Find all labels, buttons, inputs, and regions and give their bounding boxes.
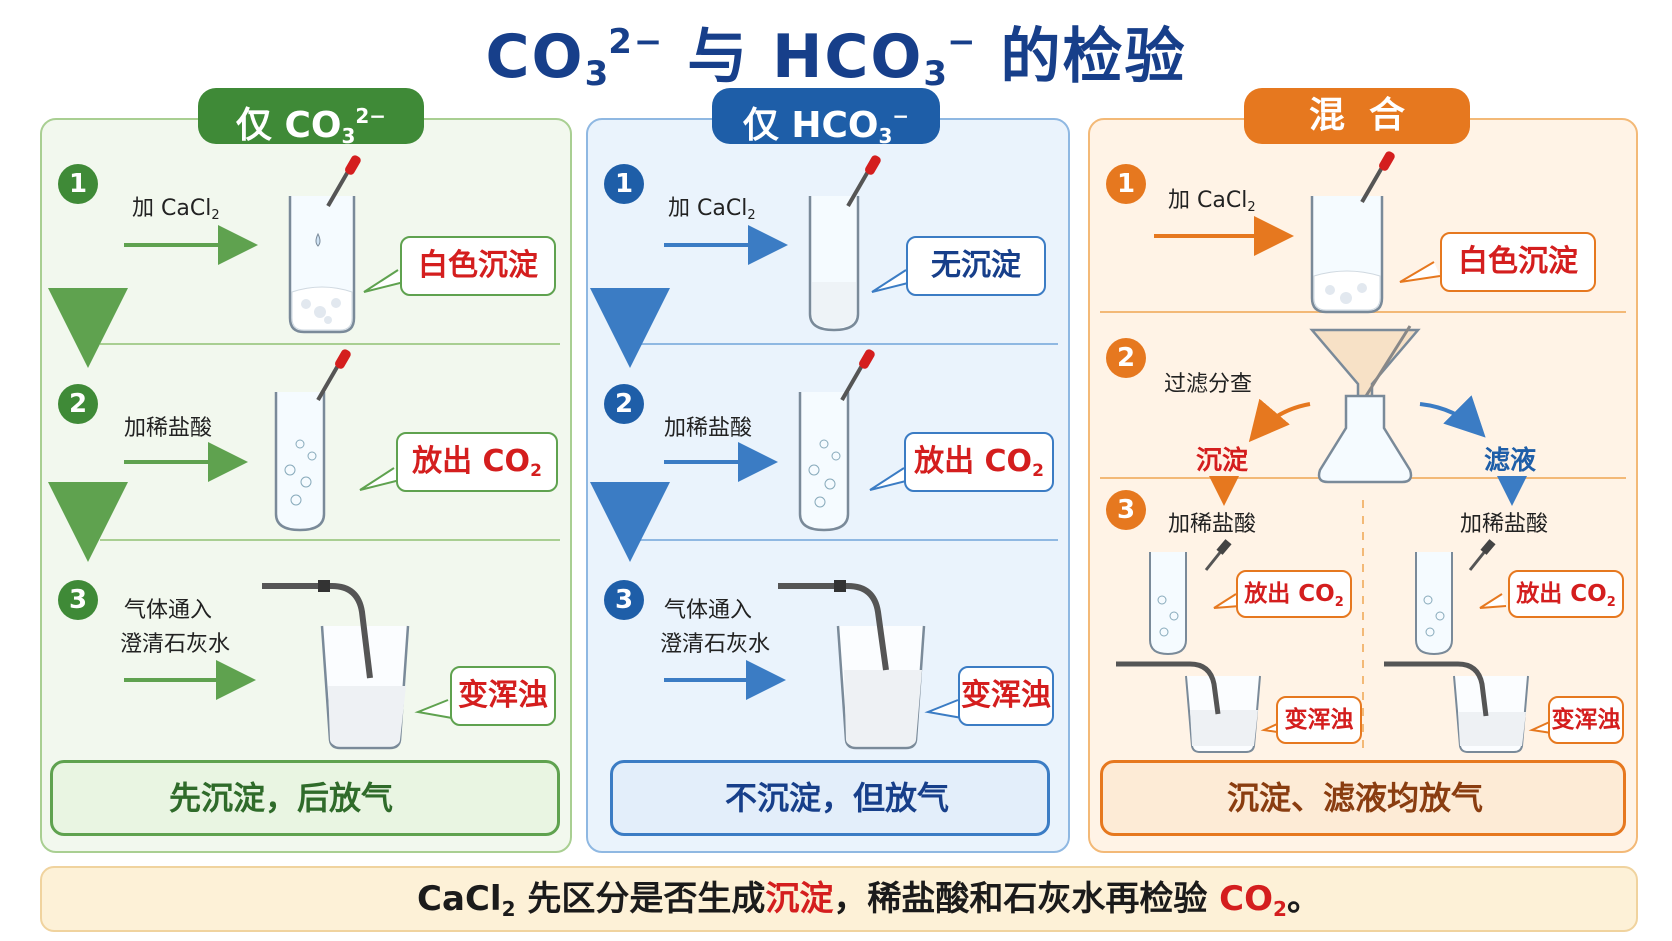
right-result-turbid: 变浑浊 <box>1548 696 1624 744</box>
step-3-badge: 3 <box>604 580 644 620</box>
left-result-co2: 放出 CO2 <box>1236 570 1352 618</box>
tab-bicarbonate: 仅 HCO3− <box>712 88 940 148</box>
panel3-drawings <box>1100 147 1626 831</box>
branch-precipitate: 沉淀 <box>1196 446 1249 476</box>
step-1-label: 加 CaCl2 <box>668 196 756 223</box>
tab-carbonate: 仅 CO32− <box>198 88 424 148</box>
conclusion-mixture: 沉淀、滤液均放气 <box>1100 760 1626 836</box>
step-2-label: 加稀盐酸 <box>664 416 753 441</box>
step-3-label-line2: 澄清石灰水 <box>120 632 231 657</box>
step-3-badge: 3 <box>58 580 98 620</box>
step-2-label: 过滤分查 <box>1164 372 1253 397</box>
result-co2-released: 放出 CO2 <box>396 432 558 492</box>
step-3-label-line1: 气体通入 <box>664 598 753 623</box>
summary-footer: CaCl2 先区分是否生成沉淀，稀盐酸和石灰水再检验 CO2。 <box>40 866 1638 932</box>
result-turbid: 变浑浊 <box>450 666 556 726</box>
step-1-badge: 1 <box>58 164 98 204</box>
panel2-drawings <box>590 151 1058 831</box>
left-result-turbid: 变浑浊 <box>1276 696 1362 744</box>
step-3-label-line2: 澄清石灰水 <box>660 632 771 657</box>
result-white-precipitate: 白色沉淀 <box>400 236 556 296</box>
step-1-badge: 1 <box>1106 164 1146 204</box>
result-white-precipitate: 白色沉淀 <box>1440 232 1596 292</box>
step-2-label: 加稀盐酸 <box>124 416 213 441</box>
result-no-precipitate: 无沉淀 <box>906 236 1046 296</box>
step-2-badge: 2 <box>1106 338 1146 378</box>
right-acid-label: 加稀盐酸 <box>1460 512 1549 537</box>
step-1-label: 加 CaCl2 <box>132 196 220 223</box>
panel1-drawings <box>48 151 560 831</box>
tab-mixture: 混合 <box>1244 88 1470 144</box>
step-1-label: 加 CaCl2 <box>1168 188 1256 215</box>
result-turbid: 变浑浊 <box>958 666 1054 726</box>
step-3-label-line1: 气体通入 <box>124 598 213 623</box>
step-1-badge: 1 <box>604 164 644 204</box>
step-2-badge: 2 <box>58 384 98 424</box>
conclusion-bicarbonate: 不沉淀，但放气 <box>610 760 1050 836</box>
right-result-co2: 放出 CO2 <box>1508 570 1624 618</box>
page-title: CO32− 与 HCO3− 的检验 <box>485 22 1187 94</box>
conclusion-carbonate: 先沉淀，后放气 <box>50 760 560 836</box>
step-2-badge: 2 <box>604 384 644 424</box>
branch-filtrate: 滤液 <box>1484 446 1537 476</box>
result-co2-released: 放出 CO2 <box>904 432 1054 492</box>
left-acid-label: 加稀盐酸 <box>1168 512 1257 537</box>
step-3-badge: 3 <box>1106 490 1146 530</box>
